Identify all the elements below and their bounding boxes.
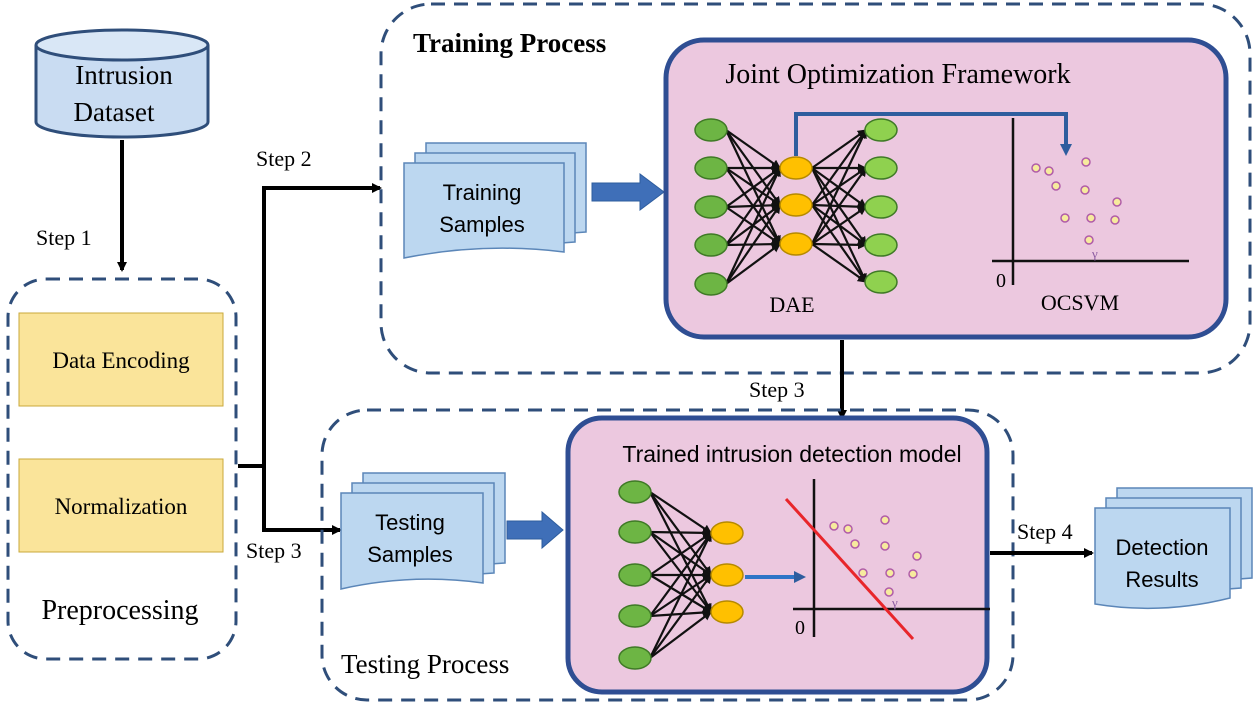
preprocessing-title: Preprocessing bbox=[41, 595, 198, 626]
intrusion-dataset-cylinder: Intrusion Dataset bbox=[34, 28, 210, 139]
trained-model-panel: Trained intrusion detection model bbox=[565, 415, 990, 695]
detection-results-docs: Detection Results bbox=[1094, 487, 1253, 610]
encoder-network bbox=[618, 480, 744, 670]
svm-plot: 0 γ bbox=[784, 479, 990, 641]
split-arrows bbox=[238, 183, 382, 535]
dataset-label-line2: Dataset bbox=[74, 97, 155, 127]
detection-results-line2: Results bbox=[1125, 567, 1198, 592]
step2-label: Step 2 bbox=[256, 146, 312, 171]
testing-samples-docs: Testing Samples bbox=[340, 472, 506, 590]
normalization-box bbox=[18, 458, 224, 553]
dataset-label-line1: Intrusion bbox=[75, 60, 173, 90]
training-samples-docs: Training Samples bbox=[403, 142, 587, 259]
step1-label: Step 1 bbox=[36, 225, 92, 250]
ocsvm-points bbox=[1031, 157, 1122, 245]
normalization-label: Normalization bbox=[55, 494, 188, 519]
latent-feedback-arrow bbox=[794, 112, 1072, 156]
step4-label: Step 4 bbox=[1017, 519, 1073, 544]
dae-network: DAE bbox=[694, 118, 898, 317]
step3-left-label: Step 3 bbox=[246, 538, 302, 563]
svm-axis-zero: 0 bbox=[795, 617, 805, 639]
testing-samples-line2: Samples bbox=[367, 542, 453, 567]
ocsvm-gamma: γ bbox=[1091, 246, 1098, 261]
svm-decision-boundary bbox=[784, 497, 915, 641]
training-process-panel: Training Process bbox=[379, 2, 1252, 375]
testing-process-title: Testing Process bbox=[341, 649, 509, 679]
ocsvm-axis-zero: 0 bbox=[996, 270, 1006, 292]
detection-results-line1: Detection bbox=[1116, 535, 1209, 560]
trained-model-title: Trained intrusion detection model bbox=[622, 441, 961, 467]
training-samples-line2: Samples bbox=[439, 212, 525, 237]
training-process-title: Training Process bbox=[413, 28, 606, 58]
testing-block-arrow bbox=[506, 510, 564, 550]
data-encoding-label: Data Encoding bbox=[52, 348, 190, 373]
framework-title: Joint Optimization Framework bbox=[725, 59, 1070, 90]
svm-points bbox=[829, 515, 922, 597]
testing-samples-line1: Testing bbox=[375, 510, 445, 535]
preprocessing-panel: Data Encoding Normalization Preprocessin… bbox=[6, 277, 238, 661]
ocsvm-label: OCSVM bbox=[1041, 290, 1119, 315]
step3-top-label: Step 3 bbox=[749, 377, 805, 402]
ocsvm-plot: 0 γ OCSVM bbox=[992, 118, 1189, 315]
svm-gamma: γ bbox=[891, 595, 898, 610]
dae-label: DAE bbox=[769, 292, 814, 317]
training-block-arrow bbox=[591, 173, 665, 211]
data-encoding-box bbox=[18, 312, 224, 407]
training-samples-line1: Training bbox=[443, 180, 522, 205]
